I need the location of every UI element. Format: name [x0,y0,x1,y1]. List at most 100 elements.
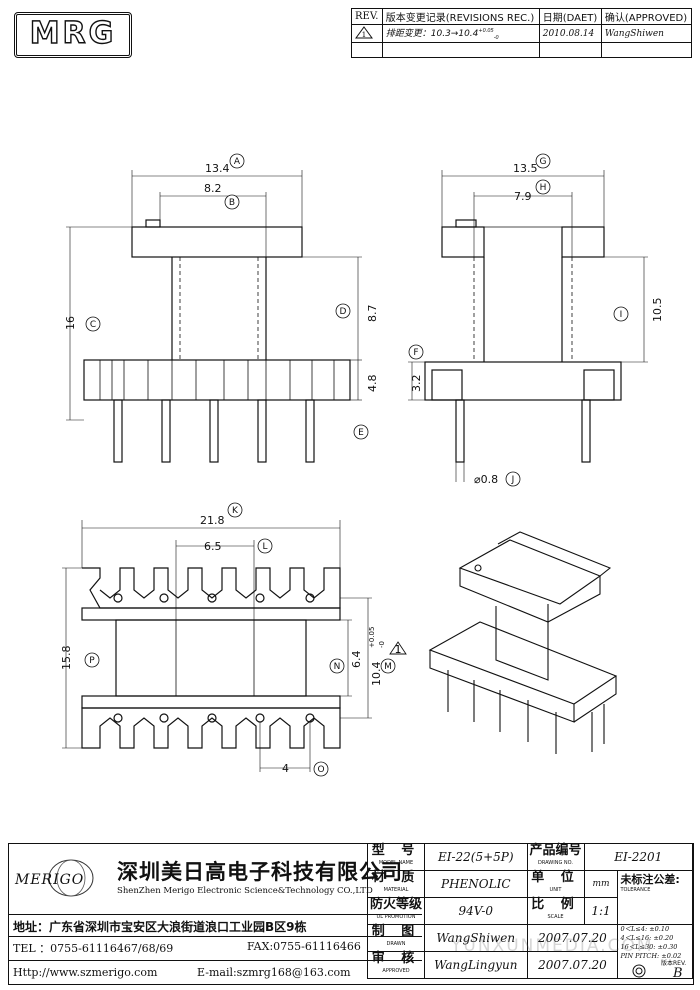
dim-c: 16 [64,316,77,330]
tolerance-cell: 未标注公差:TOLERANCE [617,870,693,925]
tolerance-row: PIN PITCH: ±0.02 [620,952,682,960]
front-view [83,219,351,463]
isometric-view [428,531,618,754]
model-value: EI-22(5+5P) [424,843,528,871]
drawn-date: 2007.07.20 [526,924,619,952]
bubble-j: J [505,471,521,487]
bubble-letter: L [262,542,267,552]
http: Http://www.szmerigo.com [13,966,158,979]
tolerance-label: 未标注公差: [620,873,680,886]
dim-p: 15.8 [60,646,73,671]
tolerance-row: 0＜L≤4: ±0.10 [620,925,670,933]
dim-h: 7.9 [514,190,532,203]
bubble-o: O [313,761,329,777]
rev-header-desc: 版本变更记录(REVISIONS REC.) [381,7,540,26]
flame-value: 94V-0 [424,897,528,925]
bubble-i: I [613,306,629,322]
bubble-e: E [353,424,369,440]
rev-desc-text: 排距变更：10.3→10.4 [385,29,479,40]
rev-label: 版本REV. [661,960,687,967]
bubble-l: L [257,538,273,554]
bubble-letter: K [232,506,239,516]
side-view [424,219,622,463]
dim-i: 10.5 [651,298,664,323]
technical-drawing: 13.4 8.2 16 8.7 4.8 13.5 7.9 10.5 3.2 ⌀0… [60,153,664,777]
rev-tol-down: -0 [493,34,499,41]
tolerance-row: 16＜L≤30: ±0.30 [620,943,678,951]
unit-value: mm [583,870,619,898]
bubble-letter: H [540,183,547,193]
bubble-g: G [535,153,551,169]
rev-empty [538,41,602,59]
watermark: YUNXUNMEDIA.COM [451,936,654,956]
bubble-letter: O [317,765,324,775]
bubble-a: A [229,153,245,169]
bubble-layer: A B C D E F G H I J K L M N O P [84,153,629,777]
mrg-logo: MRG [14,12,132,58]
dim-d: 8.7 [366,305,379,323]
scale-value: 1:1 [583,897,619,925]
bubble-letter: F [413,348,418,358]
bubble-p: P [84,652,100,668]
svg-text:1: 1 [362,31,366,39]
fax: FAX:0755-61116466 [247,940,361,953]
email: E-mail:szmrg168@163.com [197,966,351,979]
drawing-no-value: EI-2201 [583,843,694,871]
revision-marker-icon: 1 [389,641,407,656]
bubble-letter: P [89,656,95,666]
bubble-letter: G [540,157,547,167]
tel: TEL ：0755-61116467/68/69 [13,942,174,955]
bubble-b: B [224,194,240,210]
bubble-m: M [380,658,396,674]
bubble-letter: A [234,157,241,167]
bubble-letter: I [620,310,623,320]
company-cn: 深圳美日高电子科技有限公司 [117,860,403,884]
revision-triangle-icon: 1 [355,25,373,39]
dim-j: ⌀0.8 [474,473,498,486]
bubble-letter: B [229,198,235,208]
dim-b: 8.2 [204,182,222,195]
divider [9,960,422,961]
rev-tol-up: +0.05 [478,28,494,35]
bubble-d: D [335,303,351,319]
dimension-lines [62,170,648,772]
divider [9,914,422,915]
dim-e: 4.8 [366,375,379,393]
rev-header-date: 日期(DAET) [538,7,602,26]
audit-date: 2007.07.20 [526,951,619,979]
top-view [81,567,341,749]
bubble-c: C [85,316,101,332]
merigo-swoosh-icon [48,859,94,897]
title-block: MERIGO 深圳美日高电子科技有限公司 ShenZhen Merigo Ele… [8,843,694,985]
projection-symbol-icon [632,964,646,978]
bubble-letter: N [334,662,341,672]
address: 地址：广东省深圳市宝安区大浪街道浪口工业园B区9栋 [13,920,307,934]
rev-box: 版本REV. B [627,958,693,984]
brand-text: MERIGO [15,872,85,888]
bubble-letter: C [90,320,96,330]
bubble-letter: D [340,307,347,317]
divider [9,936,422,937]
rev-header-approved: 确认(APPROVED) [600,7,693,26]
rev-value: B [673,966,683,981]
dim-g: 13.5 [513,162,538,175]
merigo-logo: MERIGO [15,854,115,910]
dim-l: 6.5 [204,540,222,553]
bubble-n: N [329,658,345,674]
dim-m: 10.4 [370,662,383,687]
company-en: ShenZhen Merigo Electronic Science&Techn… [117,886,373,896]
dim-k: 21.8 [200,514,225,527]
bubble-letter: J [511,475,515,485]
dim-m-tol-up: +0.05 [368,627,376,648]
material-value: PHENOLIC [424,870,528,898]
dim-a: 13.4 [205,162,230,175]
tolerance-list: 0＜L≤4: ±0.10 4＜L≤16: ±0.20 16＜L≤30: ±0.3… [617,924,693,979]
bubble-letter: M [384,662,392,672]
